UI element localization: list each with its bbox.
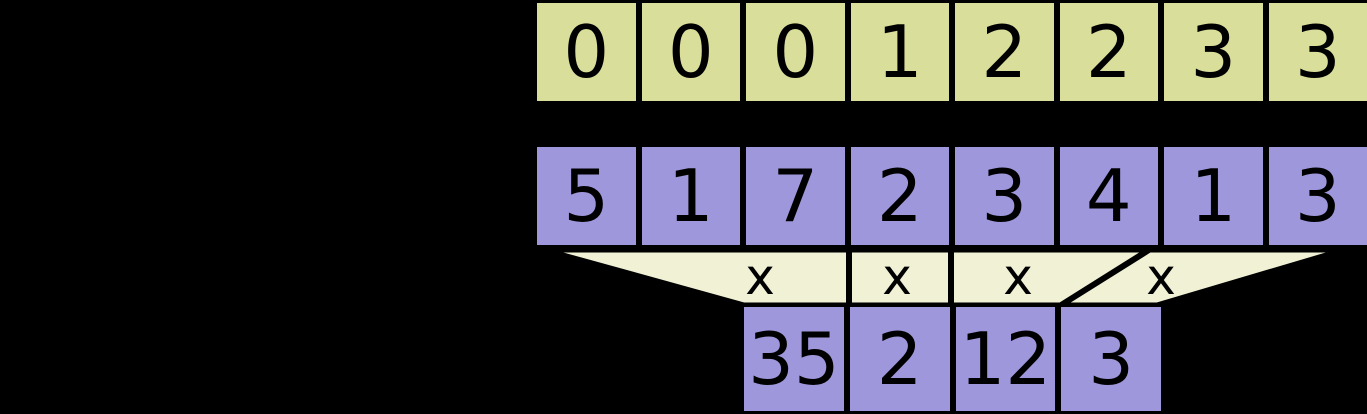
multiply-operator-label: x: [1003, 248, 1033, 306]
result-cell: 35: [741, 304, 847, 414]
value-cell: 3: [1265, 144, 1367, 248]
value-cell: 2: [847, 144, 952, 248]
value-cell: 7: [743, 144, 848, 248]
value-cell: 1: [638, 144, 743, 248]
multiply-operator-label: x: [1146, 248, 1176, 306]
key-cell: 0: [534, 0, 639, 104]
result-cell: 3: [1058, 304, 1161, 414]
key-cell: 0: [638, 0, 743, 104]
value-cell: 1: [1161, 144, 1266, 248]
key-cell: 0: [743, 0, 848, 104]
key-cell: 2: [1056, 0, 1161, 104]
funnel-outline: [544, 247, 1344, 308]
values-row: 5 1 7 2 3 4 1 3: [534, 144, 1367, 248]
key-cell: 3: [1161, 0, 1266, 104]
keys-row: 0 0 0 1 2 2 3 3: [534, 0, 1367, 104]
value-cell: 3: [952, 144, 1057, 248]
value-cell: 5: [534, 144, 639, 248]
key-cell: 2: [952, 0, 1057, 104]
key-cell: 1: [847, 0, 952, 104]
result-cell: 12: [952, 304, 1059, 414]
key-cell: 3: [1265, 0, 1367, 104]
results-row: 35 2 12 3: [741, 304, 1161, 414]
multiply-operator-label: x: [745, 248, 775, 306]
funnel-divider-diagonal: [1056, 245, 1154, 310]
result-cell: 2: [846, 304, 953, 414]
value-cell: 4: [1056, 144, 1161, 248]
multiply-operator-label: x: [882, 248, 912, 306]
